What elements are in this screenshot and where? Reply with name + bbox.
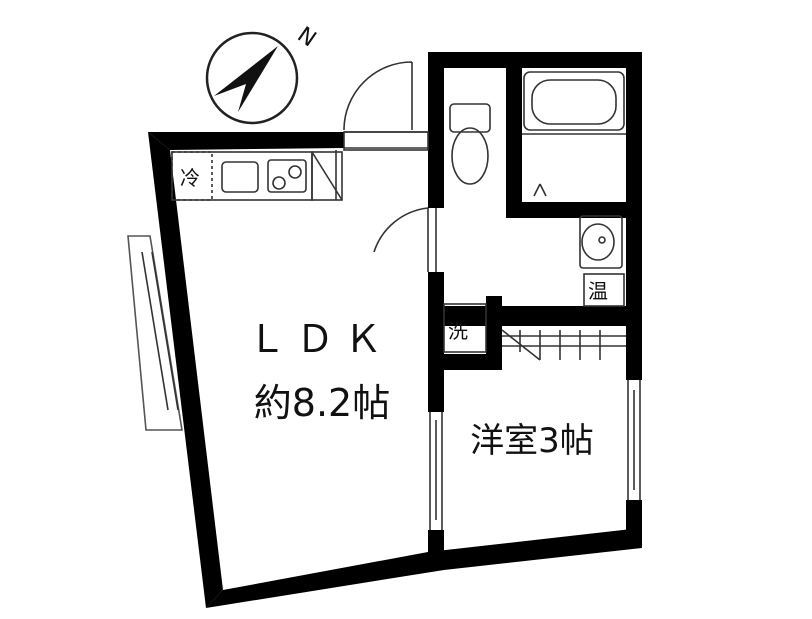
- washroom-door-swing: [373, 207, 429, 272]
- labels: 冷 洗 温 ＬＤＫ 約8.2帖 洋室3帖: [180, 166, 608, 461]
- stove-burner-icon: [272, 176, 286, 190]
- water-heater-label: 温: [588, 279, 608, 303]
- walls: [148, 52, 642, 608]
- washer-box: [443, 303, 487, 353]
- kitchen-sink: [221, 161, 259, 193]
- toilet-bowl: [451, 127, 489, 185]
- toilet-tank: [449, 103, 491, 133]
- ldk-name: ＬＤＫ: [248, 317, 392, 361]
- stove-burner-icon: [288, 165, 302, 179]
- compass: N: [205, 22, 321, 125]
- water-heater-box: [583, 273, 625, 307]
- bathtub: [523, 71, 625, 131]
- compass-arrow-icon: [214, 46, 278, 112]
- washer-label: 洗: [448, 319, 468, 343]
- left-window: [127, 235, 183, 431]
- fridge-space: [171, 151, 213, 201]
- ldk-size: 約8.2帖: [254, 381, 390, 425]
- entrance-door-swing: [343, 61, 413, 131]
- compass-north-label: N: [293, 22, 321, 52]
- washbasin: [579, 215, 623, 269]
- thin-lines: [127, 61, 641, 530]
- western-room-name: 洋室3帖: [470, 421, 594, 461]
- fridge-label: 冷: [180, 166, 200, 190]
